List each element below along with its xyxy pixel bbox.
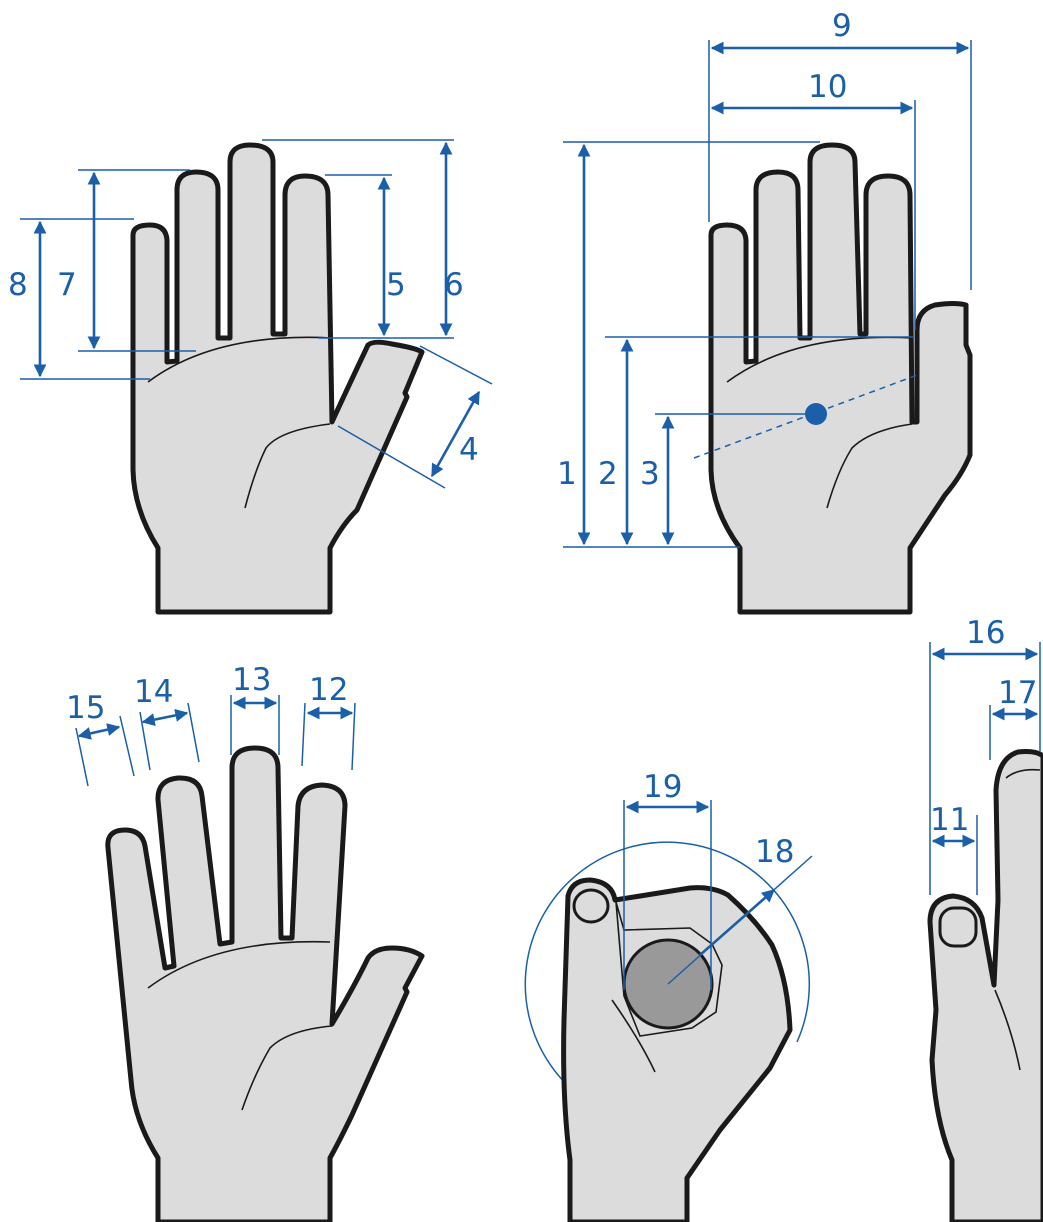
label-2: 2 — [598, 456, 618, 492]
dimension-arrow-4 — [430, 390, 481, 478]
label-4: 4 — [459, 432, 479, 468]
panel-finger-breadths: 15 14 13 12 — [66, 662, 425, 1222]
grip-thumb-crease — [611, 999, 656, 1073]
label-17: 17 — [998, 675, 1037, 711]
label-11: 11 — [930, 802, 969, 838]
panel-hand-breadth: 1 2 3 9 10 — [557, 8, 973, 615]
panel-hand-thickness: 16 17 11 — [927, 615, 1043, 1222]
side-crease — [994, 989, 1021, 1071]
label-9: 9 — [832, 8, 852, 44]
panel-hand-lengths: 8 7 5 6 4 — [8, 139, 493, 615]
dimension-arrow-18 — [699, 889, 775, 956]
thumb-crease-3 — [241, 1025, 333, 1111]
label-8: 8 — [8, 267, 28, 303]
grip-center-point — [805, 403, 827, 425]
dimension-arrow-14 — [141, 708, 189, 727]
grip-axis-dashed — [693, 373, 921, 459]
label-18: 18 — [755, 834, 794, 870]
label-15: 15 — [66, 690, 105, 726]
label-19: 19 — [643, 769, 682, 805]
hand-outline-spread-fingers — [105, 745, 425, 1222]
fingernail-side — [938, 906, 978, 948]
label-1: 1 — [557, 456, 577, 492]
label-5: 5 — [386, 267, 406, 303]
thumb-crease — [244, 423, 331, 509]
label-7: 7 — [57, 267, 77, 303]
dimension-arrow-15 — [77, 723, 121, 740]
grip-finger-line — [615, 901, 723, 1037]
label-16: 16 — [966, 615, 1005, 651]
grip-arc — [524, 841, 811, 1103]
panel-grip-diameter: 19 18 — [524, 769, 813, 1222]
label-14: 14 — [134, 674, 173, 710]
hand-outline-grip — [561, 877, 793, 1222]
label-10: 10 — [808, 69, 847, 105]
thumb-crease-2 — [826, 423, 913, 509]
side-finger-line — [1005, 768, 1041, 779]
label-3: 3 — [640, 456, 660, 492]
palm-crease-3 — [147, 940, 331, 989]
thumbnail — [572, 888, 610, 924]
hand-outline-palm-view-2 — [708, 142, 973, 615]
label-13: 13 — [232, 662, 271, 698]
hand-outline-side-view — [927, 749, 1043, 1222]
label-6: 6 — [444, 267, 464, 303]
hand-outline-palm-view — [130, 142, 425, 615]
palm-crease — [147, 336, 333, 383]
label-12: 12 — [309, 672, 348, 708]
